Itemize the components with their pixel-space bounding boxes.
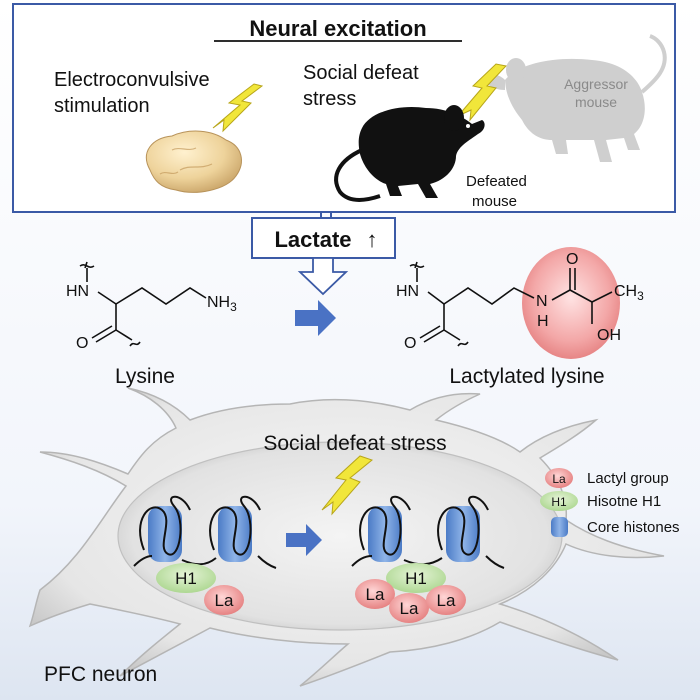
sds-label-line1: Social defeat bbox=[303, 62, 419, 84]
nucleosome-before-2 bbox=[181, 495, 277, 569]
ecs-label-line2: stimulation bbox=[54, 95, 150, 117]
lact-oh: OH bbox=[597, 327, 621, 344]
lightning-bolt-icon bbox=[212, 83, 264, 133]
h1-label-after: H1 bbox=[405, 569, 427, 588]
down-arrow-icon bbox=[297, 257, 349, 296]
neuron-stress-label: Social defeat stress bbox=[263, 432, 446, 455]
lactyl-group-after-3 bbox=[426, 585, 466, 615]
lactyl-highlight bbox=[522, 247, 620, 359]
defeated-mouse-icon bbox=[334, 105, 485, 202]
lact-o-backbone: O bbox=[404, 335, 416, 352]
legend-la-swatch bbox=[545, 468, 573, 488]
lact-ch3: CH3 bbox=[614, 283, 644, 303]
lactyl-group-before bbox=[204, 585, 244, 615]
lysine-nh3: NH3 bbox=[207, 294, 237, 314]
legend-core-histone-swatch bbox=[551, 517, 568, 537]
lact-hn: HN bbox=[396, 283, 419, 300]
lactate-box bbox=[251, 217, 396, 259]
aggressor-label-line2: mouse bbox=[575, 94, 617, 110]
legend-h1-label: Hisotne H1 bbox=[587, 493, 661, 510]
pfc-neuron-label: PFC neuron bbox=[44, 663, 157, 686]
nucleosome-after-1 bbox=[351, 495, 411, 567]
lysine-name: Lysine bbox=[115, 365, 175, 388]
lightning-bolt-icon bbox=[457, 63, 507, 122]
brain-icon bbox=[145, 130, 242, 193]
histone-h1-after bbox=[386, 563, 446, 593]
aggressor-mouse-icon bbox=[486, 34, 667, 162]
lactyl-group-after-1 bbox=[355, 579, 395, 609]
la-label-before: La bbox=[215, 591, 234, 610]
neural-excitation-title: Neural excitation bbox=[249, 16, 426, 41]
lightning-bolt-icon bbox=[321, 455, 374, 516]
h1-label-before: H1 bbox=[175, 569, 197, 588]
la-label-after-1: La bbox=[366, 585, 385, 604]
nucleus bbox=[117, 441, 563, 631]
lactylated-lysine-structure bbox=[409, 261, 613, 347]
lysine-hn: HN bbox=[66, 283, 89, 300]
nucleosome-after-2 bbox=[403, 495, 505, 569]
lactate-up-arrow: ↑ bbox=[367, 227, 378, 252]
legend-h1-swatch bbox=[540, 491, 578, 511]
defeated-label-line2: mouse bbox=[472, 193, 517, 210]
modification-arrow-icon bbox=[286, 524, 322, 556]
aggressor-label-line1: Aggressor bbox=[564, 76, 628, 92]
sds-label-line2: stress bbox=[303, 88, 356, 110]
lactate-label: Lactate bbox=[274, 227, 351, 252]
lact-o-carbonyl: O bbox=[566, 251, 578, 268]
lact-h: H bbox=[537, 313, 549, 330]
legend: La Lactyl group H1 Hisotne H1 Core histo… bbox=[540, 468, 680, 537]
reaction-arrow-icon bbox=[295, 300, 336, 336]
lactyl-group-after-2 bbox=[389, 593, 429, 623]
histone-h1-before bbox=[156, 563, 216, 593]
defeated-label-line1: Defeated bbox=[466, 173, 527, 190]
la-label-after-3: La bbox=[437, 591, 456, 610]
lysine-structure bbox=[79, 261, 207, 347]
legend-lactyl-label: Lactyl group bbox=[587, 470, 669, 487]
nucleosome-before-1 bbox=[133, 495, 191, 567]
lact-n: N bbox=[536, 293, 548, 310]
lysine-o: O bbox=[76, 335, 88, 352]
lactylated-lysine-name: Lactylated lysine bbox=[449, 365, 604, 388]
ecs-label-line1: Electroconvulsive bbox=[54, 69, 210, 91]
legend-h1-symbol: H1 bbox=[551, 495, 567, 509]
la-label-after-2: La bbox=[400, 599, 419, 618]
mouse-eye bbox=[466, 124, 470, 128]
legend-la-symbol: La bbox=[552, 472, 566, 486]
legend-core-histones-label: Core histones bbox=[587, 519, 680, 536]
